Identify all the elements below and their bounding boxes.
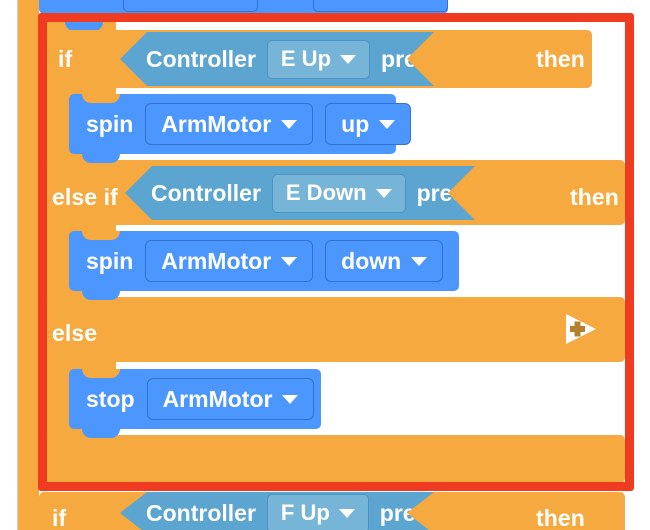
if-then-keyword-label: then — [536, 46, 585, 72]
motor-dropdown-2[interactable]: ArmMotor — [145, 240, 314, 282]
previous-block-field-a[interactable] — [123, 0, 258, 12]
spin-keyword-label-2: spin — [86, 247, 134, 274]
direction-dropdown-2-value: down — [341, 247, 402, 274]
chevron-down-icon — [281, 119, 298, 129]
chevron-down-icon — [379, 119, 396, 129]
chevron-down-icon — [376, 189, 392, 198]
if-keyword-label: if — [58, 46, 73, 72]
controller-pressed-condition-3[interactable]: Controller F Up pressed? — [120, 492, 434, 530]
button-dropdown-2[interactable]: E Down — [272, 174, 406, 213]
chevron-down-icon — [339, 509, 355, 518]
previous-block-field-b[interactable] — [313, 0, 448, 12]
if-else-if-else-control-block[interactable]: if Controller E Up pressed? then spin Ar… — [47, 22, 625, 483]
chevron-down-icon — [340, 55, 356, 64]
else-if-keyword-label: else if — [52, 184, 118, 210]
direction-dropdown-2[interactable]: down — [325, 240, 444, 282]
motor-dropdown-3[interactable]: ArmMotor — [146, 378, 315, 420]
next-if-then-keyword-label: then — [536, 505, 585, 530]
motor-dropdown-2-value: ArmMotor — [161, 247, 272, 274]
previous-block-connector-notch — [65, 22, 103, 31]
spin-arm-motor-up-block[interactable]: spin ArmMotor up — [69, 94, 412, 163]
workspace-gap-top-right — [448, 0, 650, 14]
button-dropdown-1-value: E Up — [280, 46, 332, 71]
add-branch-icon[interactable] — [557, 307, 601, 351]
motor-dropdown-1[interactable]: ArmMotor — [145, 103, 314, 145]
button-dropdown-3[interactable]: F Up — [267, 494, 369, 530]
stop-arm-motor-block[interactable]: stop ArmMotor — [69, 369, 321, 438]
button-dropdown-1[interactable]: E Up — [267, 40, 370, 79]
condition-device-label-2: Controller — [151, 179, 261, 206]
motor-dropdown-3-value: ArmMotor — [162, 385, 273, 412]
direction-dropdown-1[interactable]: up — [325, 103, 412, 145]
condition-device-label-1: Controller — [146, 45, 256, 72]
controller-pressed-condition-1[interactable]: Controller E Up pressed? — [120, 32, 434, 86]
direction-dropdown-1-value: up — [341, 110, 370, 137]
else-header-bar[interactable] — [47, 297, 625, 362]
outer-c-block-left-arm[interactable] — [18, 0, 39, 530]
controller-pressed-condition-2[interactable]: Controller E Down pressed? — [125, 166, 475, 220]
button-dropdown-3-value: F Up — [280, 500, 330, 525]
workspace-gap-bottom-right — [625, 492, 650, 530]
condition-device-label-3: Controller — [146, 499, 256, 526]
chevron-down-icon — [282, 394, 299, 404]
stop-keyword-label: stop — [86, 385, 135, 412]
control-block-bottom-bar[interactable] — [47, 435, 625, 483]
spin-arm-motor-down-block[interactable]: spin ArmMotor down — [69, 231, 459, 300]
spin-keyword-label-1: spin — [86, 110, 134, 137]
else-keyword-label: else — [52, 320, 98, 346]
chevron-down-icon — [411, 256, 428, 266]
motor-dropdown-1-value: ArmMotor — [161, 110, 272, 137]
else-if-then-keyword-label: then — [570, 184, 619, 210]
chevron-down-icon — [281, 256, 298, 266]
button-dropdown-2-value: E Down — [285, 180, 367, 205]
next-if-keyword-label: if — [52, 505, 67, 530]
